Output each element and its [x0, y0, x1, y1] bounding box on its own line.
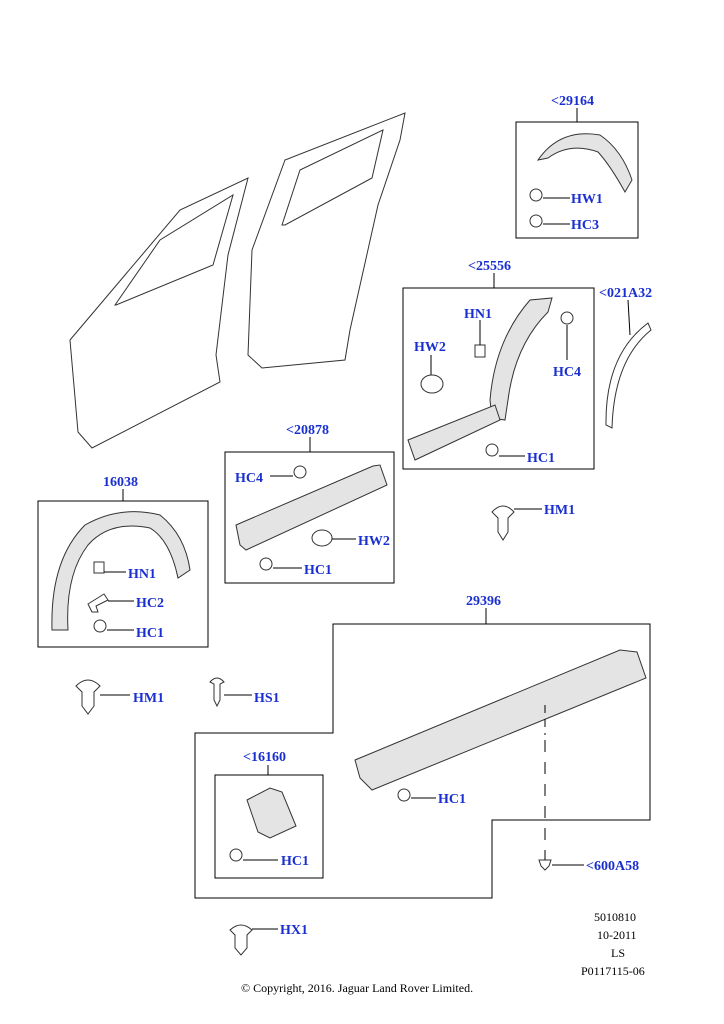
- label-hc2: HC2: [136, 596, 164, 611]
- seal-021a32: [605, 322, 652, 429]
- front-door: [69, 177, 249, 449]
- label-16160: <16160: [243, 750, 286, 765]
- fastener-hm1-b: [75, 679, 101, 715]
- clip-hc1-b: [259, 557, 273, 571]
- meta-ls: LS: [611, 946, 625, 960]
- door-moulding-20878: [235, 464, 388, 551]
- label-hc1-e: HC1: [438, 792, 466, 807]
- box-29396: [194, 623, 651, 899]
- label-hc4-b: HC4: [235, 471, 263, 486]
- box-16038: [37, 500, 209, 648]
- label-hm1-a: HM1: [544, 503, 575, 518]
- label-16038: 16038: [103, 475, 138, 490]
- meta-ref: P0117115-06: [581, 964, 645, 978]
- label-29164: <29164: [551, 94, 594, 109]
- screw-hs1: [209, 677, 225, 708]
- clip-hc4-a: [560, 311, 574, 325]
- fastener-hm1-a: [491, 505, 515, 541]
- label-hc1-a: HC1: [527, 451, 555, 466]
- box-20878: [224, 451, 395, 584]
- clip-hc3: [529, 214, 543, 228]
- box-25556: [402, 287, 595, 470]
- label-29396: 29396: [466, 594, 501, 609]
- clip-hc1-e: [397, 788, 411, 802]
- label-hc1-d: HC1: [281, 854, 309, 869]
- label-hw2-b: HW2: [358, 534, 390, 549]
- clip-hc1-c: [93, 619, 107, 633]
- label-25556: <25556: [468, 259, 511, 274]
- label-600a58: <600A58: [586, 859, 639, 874]
- meta-date: 10-2011: [597, 928, 637, 942]
- label-hw1: HW1: [571, 192, 603, 207]
- label-hx1: HX1: [280, 923, 308, 938]
- label-hn1-b: HN1: [128, 567, 156, 582]
- box-29164: [515, 121, 639, 239]
- wheel-arch-moulding-rear: [489, 297, 553, 421]
- clip-hn1-b: [93, 561, 105, 574]
- label-hc1-c: HC1: [136, 626, 164, 641]
- clip-hw2-b: [311, 529, 333, 547]
- meta-code: 5010810: [594, 910, 636, 924]
- clip-hc4-b: [293, 465, 307, 479]
- clip-hn1-a: [474, 344, 486, 358]
- wheel-arch-moulding-top: [536, 133, 633, 194]
- clip-hc1-a: [485, 443, 499, 457]
- clip-hc2: [87, 593, 109, 613]
- label-021a32: <021A32: [599, 286, 652, 301]
- clip-hw1: [529, 188, 543, 202]
- label-hn1-a: HN1: [464, 307, 492, 322]
- rear-door: [247, 112, 406, 369]
- copyright: © Copyright, 2016. Jaguar Land Rover Lim…: [241, 981, 473, 995]
- box-16160: [214, 774, 324, 879]
- clip-hw2-a: [420, 374, 444, 394]
- sill-extension: [407, 404, 501, 461]
- label-hc1-b: HC1: [304, 563, 332, 578]
- label-hm1-b: HM1: [133, 691, 164, 706]
- label-20878: <20878: [286, 423, 329, 438]
- label-hc3: HC3: [571, 218, 599, 233]
- wheel-arch-moulding-front: [51, 511, 191, 631]
- label-hs1: HS1: [254, 691, 280, 706]
- label-hc4-a: HC4: [553, 365, 581, 380]
- label-hw2-a: HW2: [414, 340, 446, 355]
- clip-hc1-d: [229, 848, 243, 862]
- bracket-16160: [246, 787, 297, 839]
- sill-moulding-29396: [354, 649, 647, 791]
- screw-600a58: [538, 859, 552, 871]
- fastener-hx1: [229, 924, 253, 956]
